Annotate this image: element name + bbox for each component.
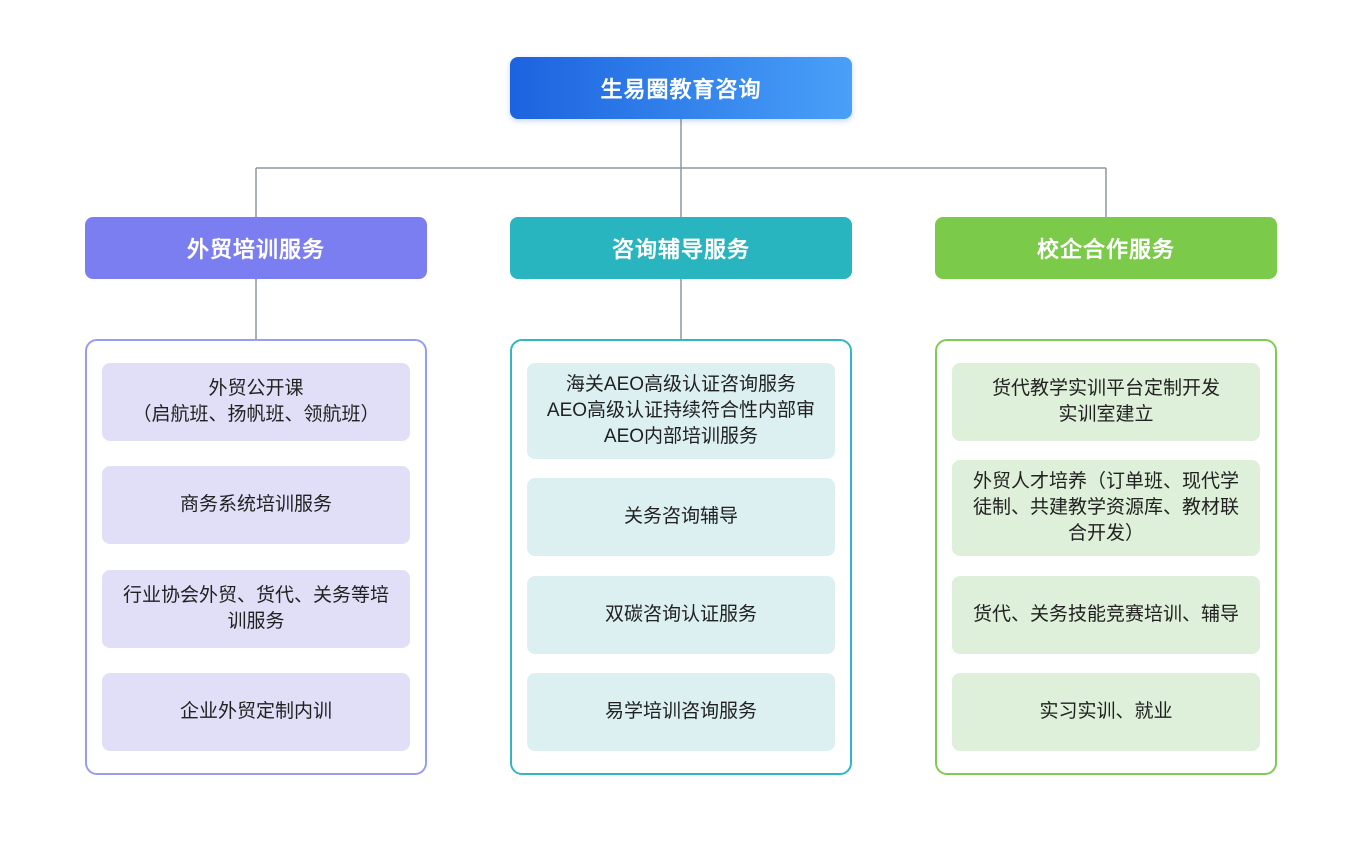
branch-container-school-enterprise: 货代教学实训平台定制开发 实训室建立 外贸人才培养（订单班、现代学 徒制、共建教… — [935, 339, 1277, 775]
service-item: 货代、关务技能竞赛培训、辅导 — [952, 575, 1260, 654]
root-node: 生易圈教育咨询 — [510, 57, 852, 119]
branch-container-consulting: 海关AEO高级认证咨询服务 AEO高级认证持续符合性内部审 AEO内部培训服务 … — [510, 339, 852, 775]
service-item: 海关AEO高级认证咨询服务 AEO高级认证持续符合性内部审 AEO内部培训服务 — [527, 363, 835, 459]
service-item: 双碳咨询认证服务 — [527, 575, 835, 654]
branch-header-consulting: 咨询辅导服务 — [510, 217, 852, 279]
service-item: 企业外贸定制内训 — [102, 672, 410, 751]
service-item: 行业协会外贸、货代、关务等培 训服务 — [102, 569, 410, 648]
service-item: 货代教学实训平台定制开发 实训室建立 — [952, 363, 1260, 441]
service-item: 实习实训、就业 — [952, 672, 1260, 751]
service-item: 外贸公开课 （启航班、扬帆班、领航班） — [102, 363, 410, 441]
branch-header-school-enterprise: 校企合作服务 — [935, 217, 1277, 279]
service-item: 关务咨询辅导 — [527, 478, 835, 557]
service-item: 商务系统培训服务 — [102, 466, 410, 545]
service-item: 外贸人才培养（订单班、现代学 徒制、共建教学资源库、教材联 合开发） — [952, 460, 1260, 557]
branch-container-trade-training: 外贸公开课 （启航班、扬帆班、领航班） 商务系统培训服务 行业协会外贸、货代、关… — [85, 339, 427, 775]
branch-header-trade-training: 外贸培训服务 — [85, 217, 427, 279]
service-item: 易学培训咨询服务 — [527, 672, 835, 751]
